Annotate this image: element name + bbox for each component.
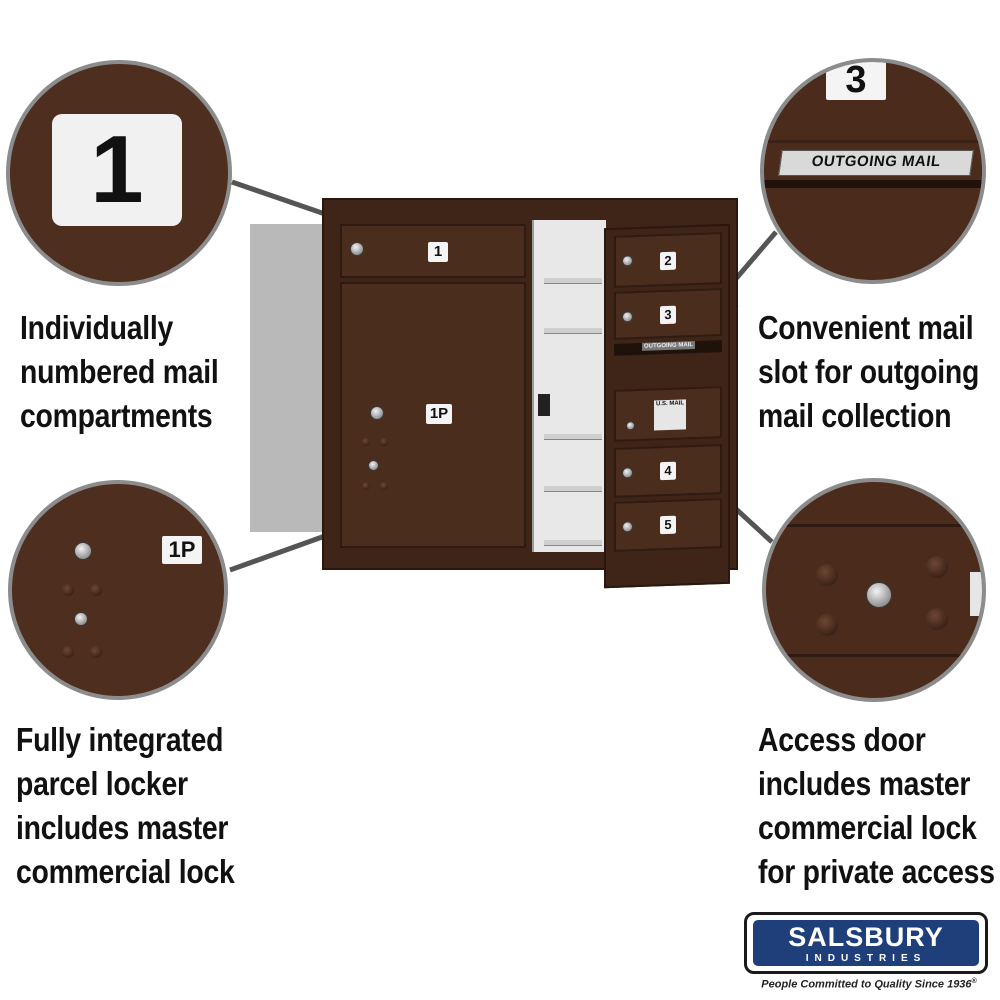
parcel-locker-number: 1P (426, 404, 452, 424)
parcel-locker-door-1p[interactable]: 1P (340, 282, 526, 548)
access-door-panel[interactable]: 2 3 OUTGOING MAIL U.S. MAIL 4 5 (604, 223, 730, 589)
logo-subtitle: INDUSTRIES (805, 953, 927, 964)
rivet (380, 438, 388, 446)
lock-icon (622, 521, 633, 533)
compartment-number-3: 3 (660, 305, 676, 325)
zoom-number-tag: 3 (826, 62, 886, 100)
rivet (926, 608, 948, 630)
logo-badge: SALSBURY INDUSTRIES (753, 920, 979, 966)
lock-icon (368, 460, 379, 471)
lock-icon (622, 311, 633, 323)
shelf (544, 328, 602, 334)
mailbox-unit: 1 1P 2 3 OUTGOING MAIL (250, 198, 740, 590)
lock-icon (866, 582, 892, 608)
compartment-number-5: 5 (660, 515, 676, 535)
rear-housing (250, 224, 331, 532)
compartment-door-3[interactable]: 3 (614, 288, 722, 340)
rivet (816, 564, 838, 586)
lock-icon (74, 612, 88, 626)
shelf (544, 540, 602, 546)
lock-icon (622, 467, 633, 479)
slot-label: OUTGOING MAIL (642, 341, 695, 351)
rivet (816, 614, 838, 636)
compartment-door-4[interactable]: 4 (614, 444, 722, 498)
door-hinge (538, 394, 550, 416)
compartment-door-1[interactable]: 1 (340, 224, 526, 278)
shelf (544, 278, 602, 284)
lock-icon (370, 406, 384, 420)
lock-icon (74, 542, 92, 560)
shelf (544, 486, 602, 492)
compartment-number-1: 1 (428, 242, 448, 262)
zoom-number-tag: 1 (52, 114, 182, 226)
rivet (90, 584, 102, 596)
lock-icon (622, 255, 633, 267)
caption-access-door: Access door includes master commercial l… (758, 721, 995, 890)
compartment-number-2: 2 (660, 251, 676, 271)
lock-icon (626, 421, 635, 431)
rivet (926, 556, 948, 578)
caption-parcel-locker: Fully integrated parcel locker includes … (16, 721, 235, 890)
compartment-door-5[interactable]: 5 (614, 498, 722, 552)
compartment-number-4: 4 (660, 461, 676, 481)
rivet (90, 646, 102, 658)
zoom-circle-parcel-locker: 1P (8, 480, 228, 700)
rivet (62, 646, 74, 658)
rivet (362, 482, 370, 490)
zoom-circle-access-door (762, 478, 986, 702)
outgoing-mail-slot[interactable]: OUTGOING MAIL (614, 340, 722, 356)
access-door[interactable]: U.S. MAIL (614, 386, 722, 442)
logo-wordmark: SALSBURY (788, 922, 944, 952)
rivet (62, 584, 74, 596)
caption-outgoing-slot: Convenient mail slot for outgoing mail c… (758, 309, 980, 434)
zoom-circle-compartment-number: 1 (6, 60, 232, 286)
brand-tagline: People Committed to Quality Since 1936® (761, 978, 977, 991)
zoom-parcel-tag: 1P (162, 536, 202, 564)
rivet (380, 482, 388, 490)
compartment-door-2[interactable]: 2 (614, 232, 722, 288)
zoom-slot-opening (764, 180, 982, 188)
open-interior (532, 220, 606, 552)
salsbury-logo: SALSBURY INDUSTRIES (744, 912, 988, 974)
lock-icon (350, 242, 364, 256)
rivet (362, 438, 370, 446)
zoom-label-edge (970, 572, 982, 616)
zoom-circle-outgoing-slot: 3 OUTGOING MAIL (760, 58, 986, 284)
caption-numbered-compartments: Individually numbered mail compartments (20, 309, 219, 434)
us-mail-plate: U.S. MAIL (654, 399, 686, 431)
shelf (544, 434, 602, 440)
zoom-door-bottom-edge (766, 654, 982, 657)
zoom-door-edge (764, 140, 982, 143)
zoom-door-top-edge (766, 524, 982, 527)
